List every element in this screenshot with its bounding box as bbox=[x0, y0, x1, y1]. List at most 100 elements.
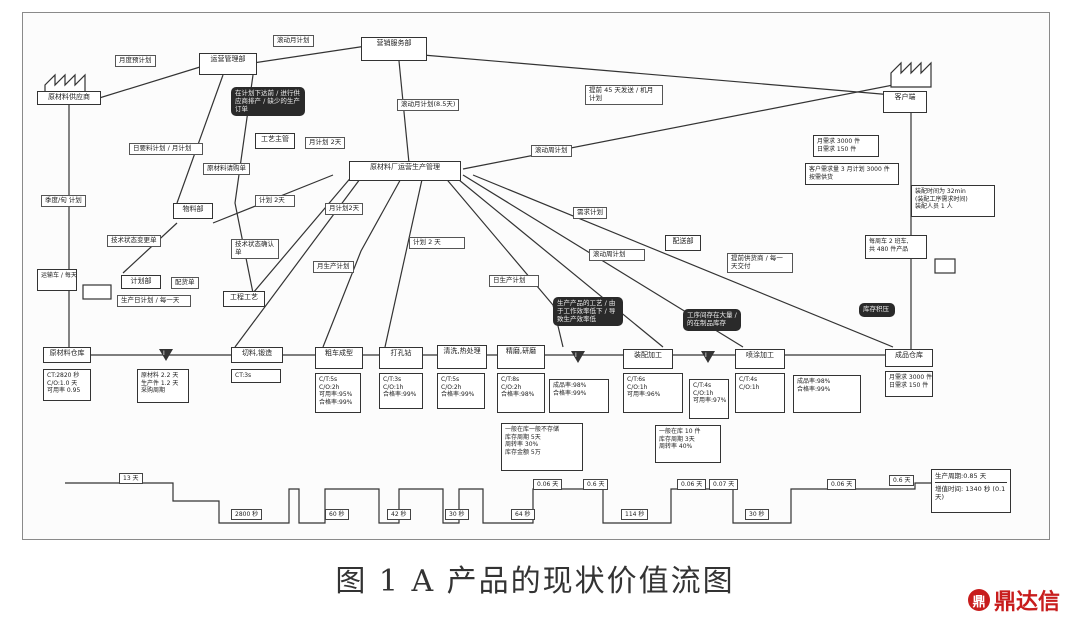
flow-label: 技术状态确认单 bbox=[231, 239, 279, 259]
flow-label: 日生产计划 bbox=[489, 275, 539, 287]
info-line: C/T:8s bbox=[501, 376, 520, 383]
info-line: C/O:1h bbox=[693, 389, 714, 397]
info-line: C/O:2h bbox=[501, 383, 522, 391]
warehouse-info: CT:2820 秒 C/O:1.0 天 可用率 0.95 bbox=[43, 369, 91, 401]
supplier-truck-info: 运输车 / 每天 bbox=[37, 269, 77, 291]
info-line: 合格率:99% bbox=[441, 391, 475, 398]
info-line: 可用率:96% bbox=[627, 391, 661, 398]
figure-caption: 图 1 A 产品的现状价值流图 bbox=[335, 564, 735, 599]
process-eng-label: 工艺主管 bbox=[261, 135, 289, 143]
info-line bbox=[252, 44, 374, 64]
process-finish: 喷涂加工 bbox=[735, 349, 785, 369]
customer-factory-icon bbox=[890, 61, 932, 88]
info-line: 生产件 1.2 天 bbox=[141, 379, 179, 387]
triangle-label: I bbox=[163, 350, 165, 357]
info-line: 成品率:98% bbox=[797, 378, 831, 385]
timeline-bottom-label: 30 秒 bbox=[445, 509, 469, 520]
info-line: 可用率 0.95 bbox=[47, 387, 81, 394]
info-line: 装配人员 1 人 bbox=[915, 203, 953, 210]
info-line: (装配工序需求时间) bbox=[915, 195, 968, 203]
flow-label: 月度预计划 bbox=[115, 55, 156, 67]
supplier-truck-icon bbox=[82, 284, 112, 300]
info-line bbox=[384, 174, 424, 348]
quality-box: 计划部 bbox=[121, 275, 161, 289]
info-line: 客户需求量 3 月计划 3000 件 bbox=[809, 166, 890, 173]
brand-logo: 鼎 鼎达信 bbox=[967, 584, 1060, 616]
process-info-6: C/T:6s C/O:1h 可用率:96% bbox=[623, 373, 683, 413]
timeline-bottom-label: 2800 秒 bbox=[231, 509, 263, 520]
info-line bbox=[322, 174, 404, 348]
info-line: 月需求 3000 件 bbox=[889, 374, 933, 381]
dark-note: 在计划下达前 / 进行供应商排产 / 缺少的生产订单 bbox=[231, 87, 305, 117]
timeline-bottom-label: 60 秒 bbox=[325, 509, 349, 520]
info-line bbox=[82, 62, 214, 104]
info-line: C/O:1.0 天 bbox=[47, 379, 78, 387]
timeline-top-label: 0.06 天 bbox=[533, 479, 563, 490]
inventory-mgmt-box: 物料部 bbox=[173, 203, 213, 219]
info-line bbox=[252, 174, 354, 294]
brand-logo-icon: 鼎 bbox=[967, 589, 990, 611]
flow-label: 配货单 bbox=[171, 277, 199, 289]
info-line: CT:2820 秒 bbox=[47, 372, 80, 379]
info-line: 月需求 3000 件 bbox=[817, 138, 861, 145]
truck-info: 每周车 2 班车, 共 480 件产品 bbox=[865, 235, 927, 259]
info-line: 按需供货 bbox=[809, 173, 834, 181]
info-line: C/O:1h bbox=[739, 383, 760, 391]
info-line: 周转率 30% bbox=[505, 441, 539, 448]
inventory-info-1: 原材料 2.2 天 生产件 1.2 天 采购周期 bbox=[137, 369, 189, 403]
timeline-bottom-label: 114 秒 bbox=[621, 509, 649, 520]
info-line bbox=[234, 74, 254, 294]
process-info-1: CT:3s bbox=[231, 369, 281, 383]
info-line bbox=[422, 54, 894, 96]
timeline-top-label: 13 天 bbox=[119, 473, 143, 484]
triangle-label: I bbox=[575, 352, 577, 359]
inventory-info-4: 成品率:98% 合格率:99% bbox=[793, 375, 861, 413]
flow-label: 季度/旬 计划 bbox=[41, 195, 86, 207]
timeline-top-label: 0.06 天 bbox=[677, 479, 707, 490]
process-finish-label: 喷涂加工 bbox=[746, 351, 774, 359]
flow-label: 需求计划 bbox=[573, 207, 607, 219]
info-line: C/T:3s bbox=[383, 376, 402, 383]
info-line bbox=[122, 222, 178, 274]
supplier-box: 原材料供应商 bbox=[37, 91, 101, 105]
eng-dept-label: 工程工艺 bbox=[230, 293, 258, 301]
timeline-top-label: 0.6 天 bbox=[889, 475, 915, 486]
process-assembly-label: 装配加工 bbox=[634, 351, 662, 359]
timeline-top-label: 0.07 天 bbox=[709, 479, 739, 490]
process-info-4: C/T:5s C/O:2h 合格率:99% bbox=[437, 373, 485, 409]
info-line: 共 480 件产品 bbox=[869, 245, 909, 253]
process-info-7: C/T:4s C/O:1h bbox=[735, 373, 785, 413]
customer-demand: 月需求 3000 件 日需求 150 件 bbox=[813, 135, 879, 157]
process-info-5: C/T:8s C/O:2h 合格率:98% bbox=[497, 373, 545, 413]
inventory-triangle-icon: I bbox=[159, 349, 173, 361]
process-heat-label: 精磨,研磨 bbox=[505, 347, 537, 355]
production-control-label: 原材料厂运营生产管理 bbox=[370, 163, 440, 171]
info-line: 日需求 150 件 bbox=[817, 145, 857, 153]
supplier-label: 原材料供应商 bbox=[48, 93, 90, 101]
process-info-3: C/T:3s C/O:1h 合格率:99% bbox=[379, 373, 423, 409]
flow-label: 月计划 2天 bbox=[305, 137, 346, 149]
dark-note: 库存积压 bbox=[859, 303, 895, 317]
note-a: 一般在库一般不存储 库存周期 5天 周转率 30% 库存金额 5万 bbox=[501, 423, 583, 471]
info-line: 合格率:99% bbox=[319, 398, 353, 406]
info-line: 一般在库 10 件 bbox=[659, 428, 701, 435]
flow-label: 生产日计划 / 每一天 bbox=[117, 295, 191, 307]
marketing-label: 运营管理部 bbox=[210, 55, 246, 63]
info-line bbox=[472, 174, 894, 348]
process-drill-label: 打孔钻 bbox=[390, 349, 412, 357]
flow-label: 月计划2天 bbox=[325, 203, 364, 215]
sales-box: 营销服务部 bbox=[361, 37, 427, 61]
flow-label: 滚动周计划 bbox=[531, 145, 572, 157]
triangle-label: I bbox=[705, 352, 707, 359]
warehouse-box: 原材料仓库 bbox=[43, 347, 91, 363]
info-line: 每周车 2 班车, bbox=[869, 238, 909, 245]
summary-lead: 生产周期:0.85 天 bbox=[935, 472, 987, 480]
flow-label: 技术状态变更单 bbox=[107, 235, 161, 247]
production-control-box: 原材料厂运营生产管理 bbox=[349, 161, 461, 181]
eng-dept-box: 工程工艺 bbox=[223, 291, 265, 307]
dark-note: 工序间存在大量 / 的在制品库存 bbox=[683, 309, 741, 331]
process-assembly: 装配加工 bbox=[623, 349, 673, 369]
info-line bbox=[398, 60, 410, 164]
flow-label: 滚动月计划 bbox=[273, 35, 314, 47]
info-line: C/O:1h bbox=[383, 383, 404, 391]
